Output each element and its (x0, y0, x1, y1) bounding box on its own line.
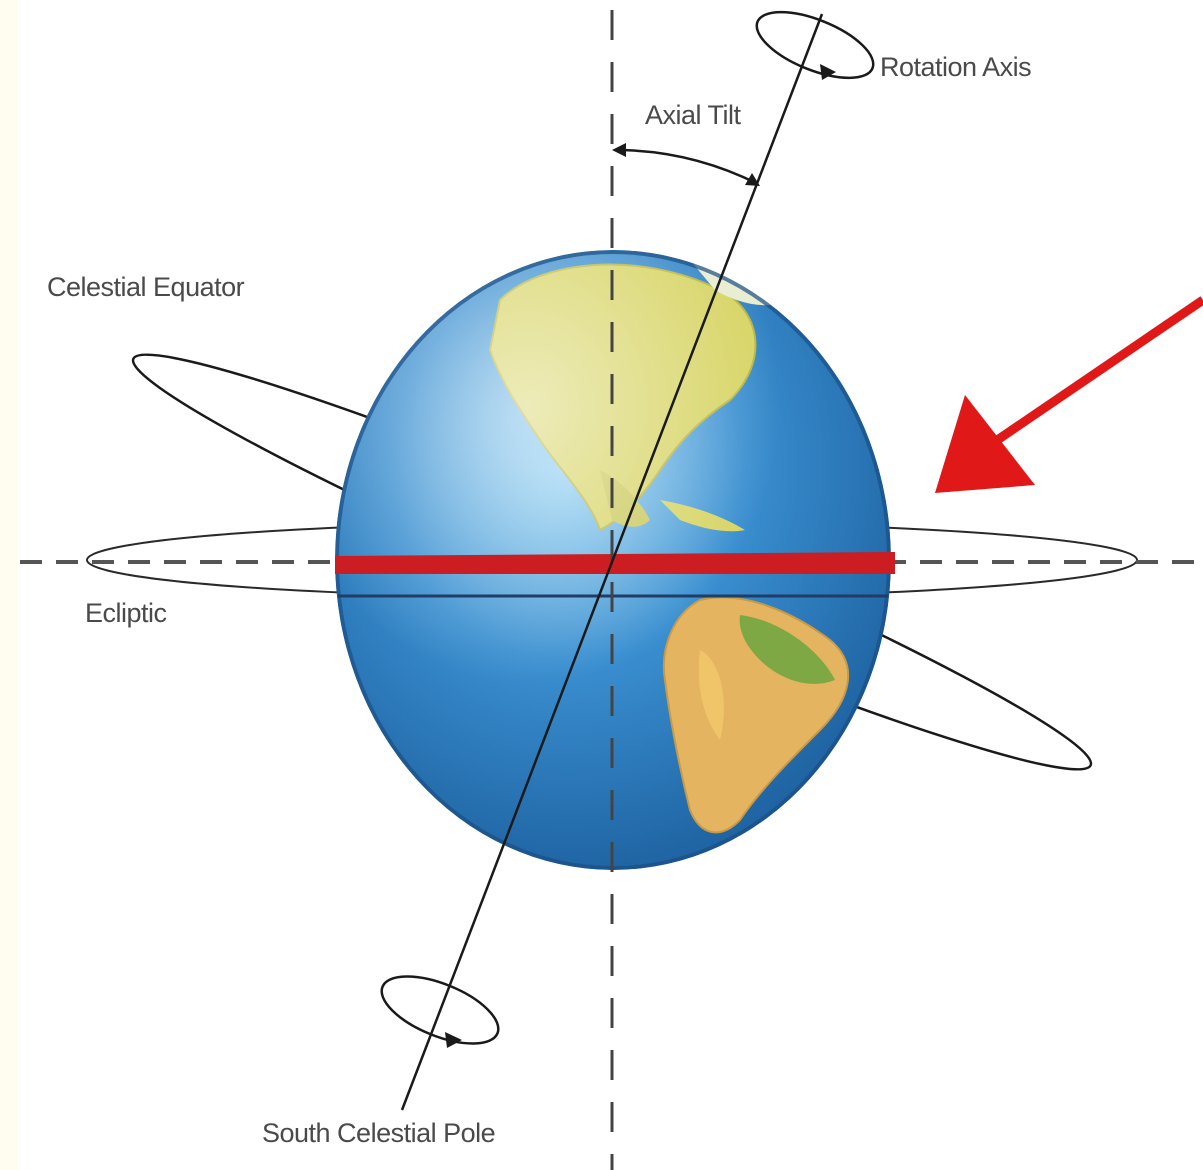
ecliptic-label: Ecliptic (85, 598, 167, 628)
north-rotation-ellipse (755, 10, 875, 80)
pointer-arrow-shaft (987, 296, 1203, 449)
axial-tilt-arc (614, 148, 759, 186)
rotation-axis-label: Rotation Axis (880, 52, 1032, 82)
south-rotation-arrowhead (445, 1032, 462, 1048)
south-celestial-pole-label: South Celestial Pole (262, 1118, 496, 1148)
highlighted-equator (335, 552, 895, 574)
south-rotation-ellipse (380, 975, 500, 1045)
pointer-arrow-head (935, 395, 1035, 493)
left-margin-strip (0, 0, 18, 1170)
rotation-axis-line (400, 13, 824, 1111)
north-rotation-arrowhead (820, 64, 836, 80)
axial-tilt-label: Axial Tilt (645, 100, 741, 130)
celestial-equator-label: Celestial Equator (47, 272, 245, 302)
